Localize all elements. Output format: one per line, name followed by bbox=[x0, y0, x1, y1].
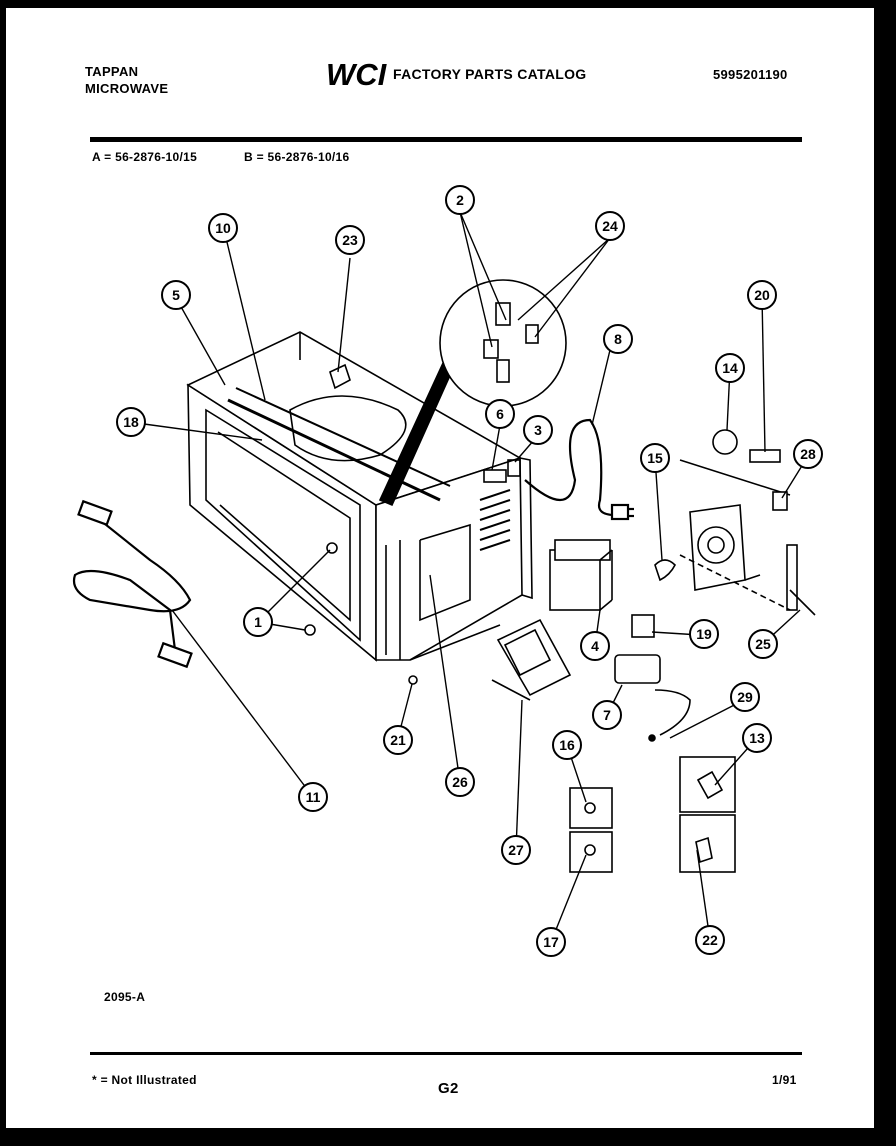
callout-16: 16 bbox=[552, 730, 582, 760]
footer-rule bbox=[90, 1052, 802, 1055]
svg-text:24: 24 bbox=[602, 218, 618, 234]
svg-text:22: 22 bbox=[702, 932, 718, 948]
callout-11: 11 bbox=[298, 782, 328, 812]
svg-text:18: 18 bbox=[123, 414, 139, 430]
date-code: 1/91 bbox=[772, 1073, 797, 1087]
svg-text:13: 13 bbox=[749, 730, 765, 746]
detail-circle bbox=[439, 279, 567, 407]
fan-motor-assembly bbox=[654, 459, 816, 616]
svg-text:26: 26 bbox=[452, 774, 468, 790]
svg-text:23: 23 bbox=[342, 232, 358, 248]
callout-15: 15 bbox=[640, 443, 670, 473]
switch-6 bbox=[483, 469, 507, 483]
callout-6: 6 bbox=[485, 399, 515, 429]
callout-18: 18 bbox=[116, 407, 146, 437]
callout-20: 20 bbox=[747, 280, 777, 310]
model-a-label: A = 56-2876-10/15 bbox=[92, 150, 198, 164]
callout-19: 19 bbox=[689, 619, 719, 649]
svg-text:16: 16 bbox=[559, 737, 575, 753]
callout-13: 13 bbox=[742, 723, 772, 753]
svg-text:20: 20 bbox=[754, 287, 770, 303]
svg-text:2: 2 bbox=[456, 192, 464, 208]
callout-22: 22 bbox=[695, 925, 725, 955]
svg-text:4: 4 bbox=[591, 638, 599, 654]
svg-text:19: 19 bbox=[696, 626, 712, 642]
switch-3 bbox=[507, 459, 521, 477]
small-parts-boxes bbox=[569, 756, 736, 873]
diagram-code: 2095-A bbox=[104, 990, 146, 1004]
callout-26: 26 bbox=[445, 767, 475, 797]
callout-1: 1 bbox=[243, 607, 273, 637]
svg-text:WCI: WCI bbox=[326, 57, 388, 92]
svg-text:28: 28 bbox=[800, 446, 816, 462]
transformer bbox=[491, 618, 572, 701]
callout-21: 21 bbox=[383, 725, 413, 755]
callout-10: 10 bbox=[208, 213, 238, 243]
svg-text:25: 25 bbox=[755, 636, 771, 652]
model-b-label: B = 56-2876-10/16 bbox=[244, 150, 350, 164]
callout-2: 2 bbox=[445, 185, 475, 215]
callouts: 1 2 3 4 5 6 7 8 10 11 13 14 15 16 17 18 … bbox=[116, 185, 823, 957]
svg-text:27: 27 bbox=[508, 842, 524, 858]
svg-text:15: 15 bbox=[647, 450, 663, 466]
callout-23: 23 bbox=[335, 225, 365, 255]
callout-3: 3 bbox=[523, 415, 553, 445]
callout-7: 7 bbox=[592, 700, 622, 730]
svg-text:10: 10 bbox=[215, 220, 231, 236]
not-illustrated-footnote: * = Not Illustrated bbox=[92, 1073, 197, 1087]
svg-text:3: 3 bbox=[534, 422, 542, 438]
brand-line-2: MICROWAVE bbox=[85, 81, 169, 96]
svg-text:1: 1 bbox=[254, 614, 262, 630]
brand-line-1: TAPPAN bbox=[85, 64, 139, 79]
clip-23 bbox=[329, 363, 351, 390]
svg-text:7: 7 bbox=[603, 707, 611, 723]
svg-text:8: 8 bbox=[614, 331, 622, 347]
svg-text:5: 5 bbox=[172, 287, 180, 303]
svg-text:21: 21 bbox=[390, 732, 406, 748]
callout-27: 27 bbox=[501, 835, 531, 865]
cavity-cabinet bbox=[186, 331, 533, 662]
heater-element bbox=[72, 499, 193, 669]
catalog-title: FACTORY PARTS CATALOG bbox=[393, 66, 587, 82]
callout-24: 24 bbox=[595, 211, 625, 241]
svg-text:11: 11 bbox=[306, 789, 321, 805]
callout-17: 17 bbox=[536, 927, 566, 957]
callout-29: 29 bbox=[730, 682, 760, 712]
svg-text:6: 6 bbox=[496, 406, 504, 422]
foot-21 bbox=[408, 675, 418, 685]
callout-14: 14 bbox=[715, 353, 745, 383]
callout-8: 8 bbox=[603, 324, 633, 354]
screw-1a bbox=[326, 542, 338, 554]
catalog-part-number: 5995201190 bbox=[713, 67, 788, 82]
wci-logo: WCI bbox=[326, 57, 388, 92]
page-code: G2 bbox=[438, 1080, 459, 1097]
magnetron bbox=[549, 539, 613, 611]
callout-4: 4 bbox=[580, 631, 610, 661]
callout-28: 28 bbox=[793, 439, 823, 469]
svg-text:17: 17 bbox=[543, 934, 559, 950]
callout-25: 25 bbox=[748, 629, 778, 659]
header-rule bbox=[90, 137, 802, 142]
power-cord bbox=[524, 418, 634, 521]
svg-text:29: 29 bbox=[737, 689, 753, 705]
capacitor bbox=[614, 614, 691, 742]
callout-5: 5 bbox=[161, 280, 191, 310]
svg-text:14: 14 bbox=[722, 360, 738, 376]
